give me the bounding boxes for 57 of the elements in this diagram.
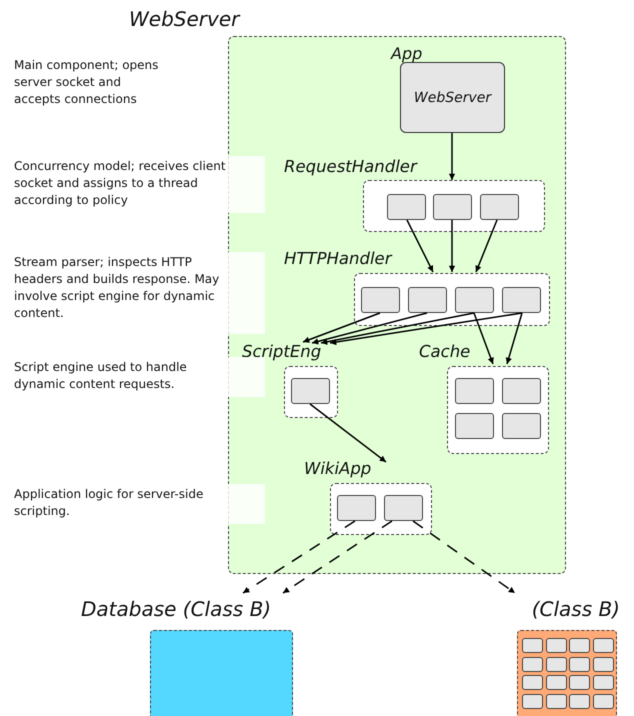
slot-box — [592, 675, 614, 690]
arrow — [330, 312, 522, 346]
slot-box — [522, 694, 543, 708]
description-text: Application logic for server-side scripting. — [14, 484, 265, 524]
component-heading: WebServer — [129, 7, 240, 31]
module-box — [455, 413, 494, 439]
arrow — [448, 133, 456, 180]
slot-box — [522, 638, 543, 653]
component-heading: RequestHandler — [284, 157, 417, 177]
dashed-arrow — [242, 520, 356, 594]
slot-box — [592, 694, 614, 708]
slot-box — [522, 675, 543, 690]
arrow — [506, 312, 523, 364]
component-heading: HTTPHandler — [284, 249, 392, 269]
module-box — [408, 287, 447, 313]
component-heading: Cache — [419, 342, 470, 362]
component-heading: Database (Class B) — [81, 597, 272, 621]
slot-box — [569, 694, 590, 708]
slot-box — [546, 638, 566, 653]
slot-box — [569, 656, 590, 672]
component-heading: (Class B) — [532, 597, 620, 621]
slot-box — [569, 638, 590, 653]
arrow — [312, 312, 428, 344]
module-box — [502, 413, 541, 439]
slot-box — [546, 675, 566, 690]
dashed-arrow — [412, 520, 516, 594]
arrow — [475, 220, 498, 272]
slot-box — [546, 694, 566, 708]
slot-box — [592, 638, 614, 653]
arrow — [406, 220, 434, 272]
dashed-arrow — [282, 520, 392, 594]
arrow — [302, 312, 380, 343]
arrow — [320, 312, 474, 345]
module-box — [502, 378, 541, 404]
slot-box — [569, 675, 590, 690]
component-heading: WikiApp — [304, 459, 372, 479]
slot-box — [522, 656, 543, 672]
module-box — [455, 287, 494, 313]
module-box — [387, 194, 426, 220]
module-box — [455, 378, 494, 404]
module-box — [502, 287, 541, 313]
module-box — [480, 194, 519, 220]
slot-box — [546, 656, 566, 672]
module-box — [337, 495, 376, 521]
module-box — [433, 194, 472, 220]
module-box — [361, 287, 400, 313]
description-text: Stream parser; inspects HTTP headers and builds response. May involve script engine for dynamic content. — [14, 252, 265, 334]
arrow — [448, 220, 456, 272]
arrow — [473, 312, 494, 364]
slot-box — [592, 656, 614, 672]
description-text: Script engine used to handle dynamic content requests. — [14, 357, 265, 397]
component-name: WebServer — [412, 90, 493, 106]
component-heading: App — [391, 44, 422, 64]
module-box — [291, 378, 330, 404]
description-text: Main component; opens server socket and accepts connections — [14, 57, 160, 108]
description-text: Concurrency model; receives client socket and assigns to a thread according to policy — [14, 156, 265, 213]
module-box — [384, 495, 423, 521]
